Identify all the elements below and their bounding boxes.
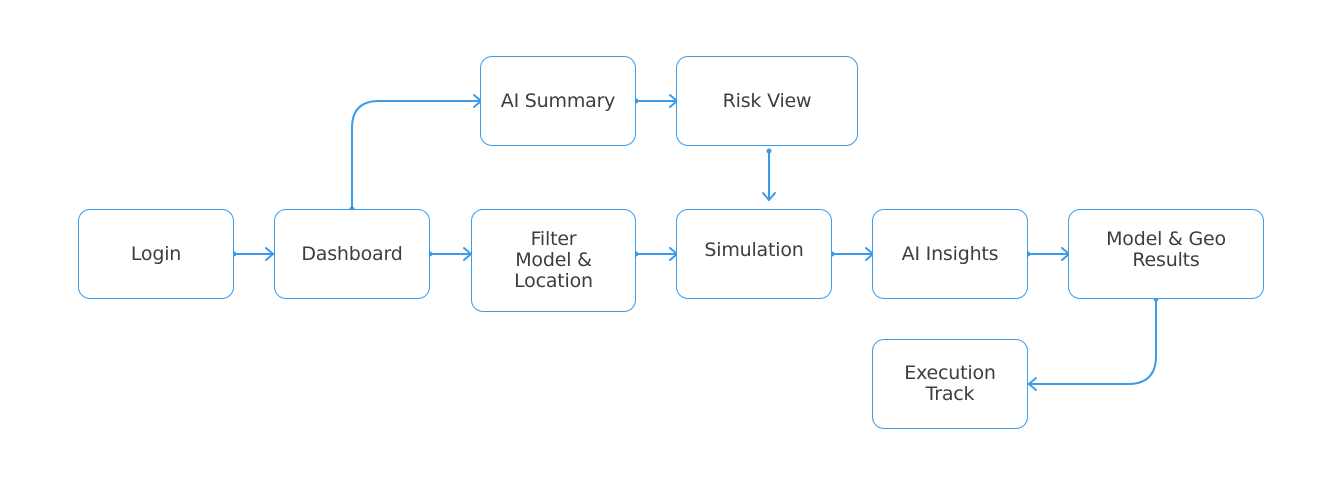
node-filter-label: Filter Model & Location [514, 228, 593, 292]
node-risk-view[interactable]: Risk View [676, 56, 858, 146]
node-results[interactable]: Model & Geo Results [1068, 209, 1264, 299]
node-results-label: Model & Geo Results [1106, 228, 1226, 271]
node-simulation[interactable]: Simulation [676, 209, 832, 299]
node-dashboard-label: Dashboard [301, 242, 403, 265]
node-ai-insights-label: AI Insights [901, 242, 999, 265]
node-risk-view-label: Risk View [722, 89, 812, 112]
node-login-label: Login [130, 242, 182, 265]
node-execution-track[interactable]: Execution Track [872, 339, 1028, 429]
node-ai-summary[interactable]: AI Summary [480, 56, 636, 146]
node-dashboard[interactable]: Dashboard [274, 209, 430, 299]
node-ai-insights[interactable]: AI Insights [872, 209, 1028, 299]
node-ai-summary-label: AI Summary [500, 89, 616, 112]
edge-risk-view-to-simulation [762, 148, 776, 201]
node-login[interactable]: Login [78, 209, 234, 299]
node-filter[interactable]: Filter Model & Location [471, 209, 636, 312]
node-execution-track-label: Execution Track [904, 362, 996, 405]
node-simulation-label: Simulation [704, 238, 804, 261]
